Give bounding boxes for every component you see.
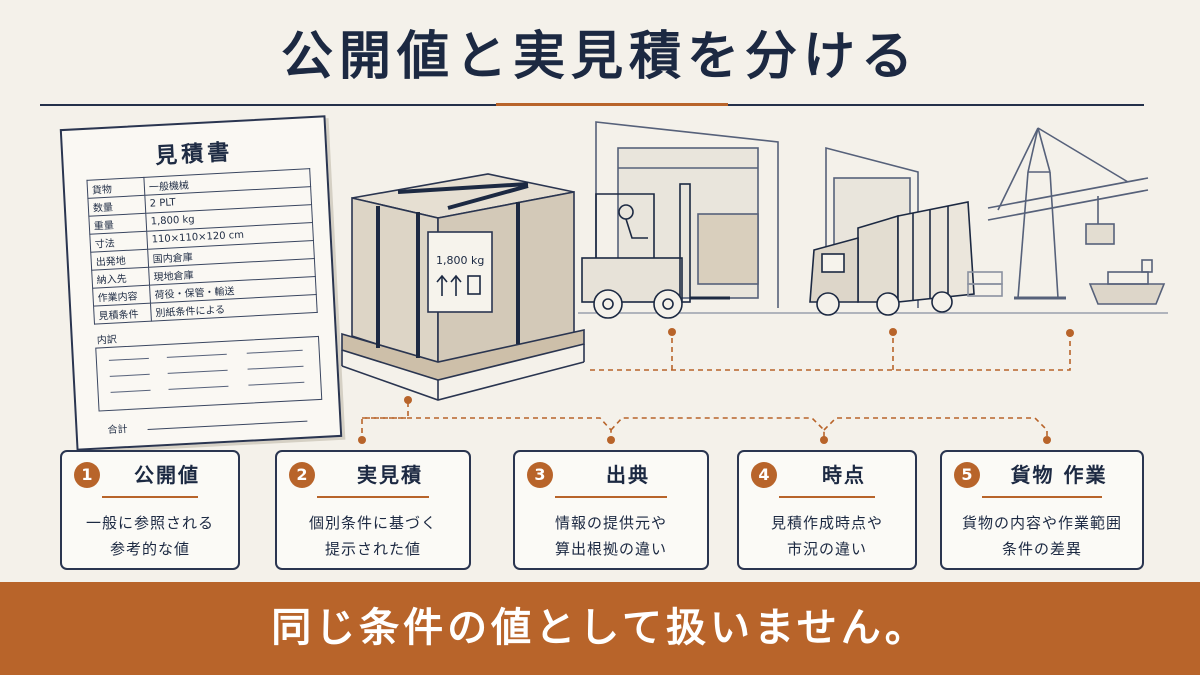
- connector-line: [610, 417, 825, 438]
- card-number: 1: [74, 462, 100, 488]
- truck-icon: [809, 201, 975, 316]
- card-description-line: 個別条件に基づく: [308, 514, 437, 532]
- crate-icon: [341, 173, 585, 401]
- connector-line: [590, 336, 1071, 371]
- card-heading: 貨物 作業: [1010, 463, 1108, 487]
- logistics-illustration: 1,800 kg: [341, 121, 1168, 401]
- card-description: 情報の提供元や 算出根拠の違い: [523, 510, 699, 562]
- card-description-line: 貨物の内容や作業範囲: [961, 514, 1122, 532]
- page-title: 公開値と実見積を分ける: [280, 27, 919, 87]
- connector-line: [362, 417, 612, 438]
- card-description-line: 見積作成時点や: [770, 514, 883, 532]
- card-number: 5: [954, 462, 980, 488]
- card-description-line: 情報の提供元や: [554, 514, 667, 532]
- warehouse-icon: [595, 121, 779, 308]
- forklift-icon: [581, 183, 730, 319]
- card-timing: 4 時点 見積作成時点や 市況の違い: [737, 450, 917, 570]
- connector-dot: [1043, 436, 1051, 444]
- crate-weight-label: 1,800 kg: [436, 254, 484, 267]
- connector-dot: [668, 328, 676, 336]
- bottom-banner: 同じ条件の値として扱いません。: [0, 582, 1200, 675]
- card-divider: [982, 496, 1102, 498]
- card-description: 一般に参照される 参考的な値: [70, 510, 230, 562]
- card-divider: [317, 496, 429, 498]
- connector-dot: [607, 436, 615, 444]
- card-description-line: 提示された値: [324, 540, 421, 558]
- crane-icon: [987, 127, 1149, 300]
- connector-dot: [1066, 329, 1074, 337]
- card-divider: [779, 496, 875, 498]
- connector-line: [361, 402, 409, 438]
- card-description-line: 一般に参照される: [85, 514, 214, 532]
- card-source: 3 出典 情報の提供元や 算出根拠の違い: [513, 450, 709, 570]
- connector-dot: [358, 436, 366, 444]
- card-cargo-work: 5 貨物 作業 貨物の内容や作業範囲 条件の差異: [940, 450, 1144, 570]
- ship-icon: [1088, 259, 1166, 305]
- card-description-line: 条件の差異: [1001, 540, 1082, 558]
- fragile-icon: [436, 274, 481, 296]
- card-number: 3: [527, 462, 553, 488]
- connector-dot: [404, 396, 412, 404]
- container-stack-icon: [967, 271, 1003, 297]
- card-number: 2: [289, 462, 315, 488]
- card-description: 見積作成時点や 市況の違い: [747, 510, 907, 562]
- card-heading: 実見積: [357, 463, 423, 487]
- card-heading: 出典: [606, 463, 650, 487]
- card-actual-quote: 2 実見積 個別条件に基づく 提示された値: [275, 450, 471, 570]
- connector-dot: [820, 436, 828, 444]
- card-description: 個別条件に基づく 提示された値: [285, 510, 461, 562]
- banner-text: 同じ条件の値として扱いません。: [271, 605, 929, 651]
- card-description-line: 算出根拠の違い: [554, 540, 667, 558]
- card-public-value: 1 公開値 一般に参照される 参考的な値: [60, 450, 240, 570]
- title-rule-accent: [496, 103, 728, 106]
- card-divider: [555, 496, 667, 498]
- card-description-line: 参考的な値: [109, 540, 190, 558]
- card-heading: 時点: [822, 463, 866, 487]
- connector-line: [823, 417, 1048, 438]
- connector-dot: [889, 328, 897, 336]
- card-heading: 公開値: [134, 463, 200, 487]
- card-description: 貨物の内容や作業範囲 条件の差異: [950, 510, 1134, 562]
- card-number: 4: [751, 462, 777, 488]
- card-description-line: 市況の違い: [786, 540, 867, 558]
- card-divider: [102, 496, 198, 498]
